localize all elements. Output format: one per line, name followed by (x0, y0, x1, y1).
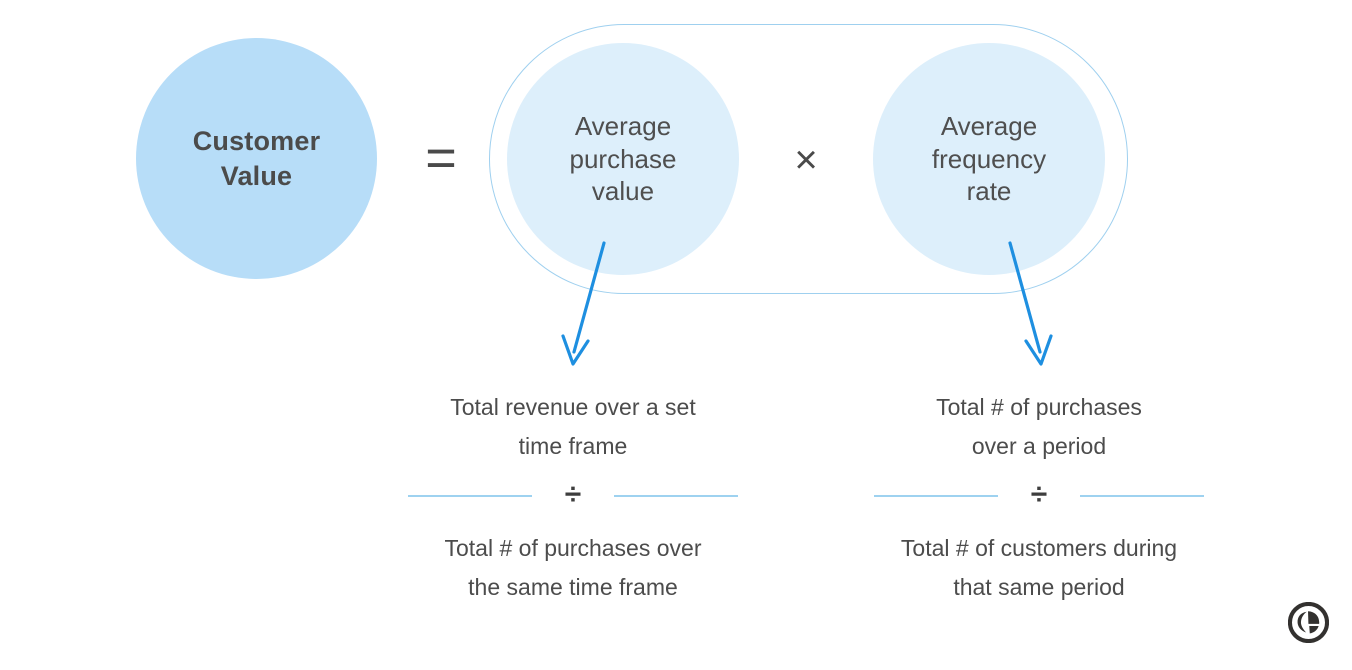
brand-logo-icon (1288, 602, 1329, 643)
average-frequency-rate-fraction: Total # of purchases over a period ÷ Tot… (869, 388, 1209, 607)
fraction-bar-left: ÷ (403, 465, 743, 527)
average-purchase-value-numerator: Total revenue over a set time frame (450, 394, 696, 459)
average-frequency-rate-denominator: Total # of customers during that same pe… (900, 535, 1178, 600)
fraction-bar-segment-left (874, 495, 998, 498)
customer-value-label: Customer Value (192, 126, 321, 191)
divide-operator: ÷ (564, 478, 582, 512)
average-purchase-value-fraction: Total revenue over a set time frame ÷ To… (403, 388, 743, 607)
fraction-bar-right: ÷ (869, 465, 1209, 527)
multiply-operator: × (794, 138, 818, 182)
customer-value-circle: Customer Value (136, 38, 377, 279)
average-purchase-value-label: Average purchase value (569, 110, 677, 207)
fraction-bar-segment-right (614, 495, 738, 498)
average-frequency-rate-numerator: Total # of purchases over a period (936, 394, 1142, 459)
average-frequency-rate-circle: Average frequency rate (873, 43, 1105, 275)
average-purchase-value-denominator: Total # of purchases over the same time … (444, 535, 702, 600)
equals-operator: = (425, 128, 457, 188)
fraction-bar-segment-left (408, 495, 532, 498)
divide-operator: ÷ (1030, 478, 1048, 512)
factor-group-outline (489, 24, 1128, 294)
fraction-bar-segment-right (1080, 495, 1204, 498)
average-frequency-rate-label: Average frequency rate (931, 110, 1047, 207)
average-purchase-value-circle: Average purchase value (507, 43, 739, 275)
